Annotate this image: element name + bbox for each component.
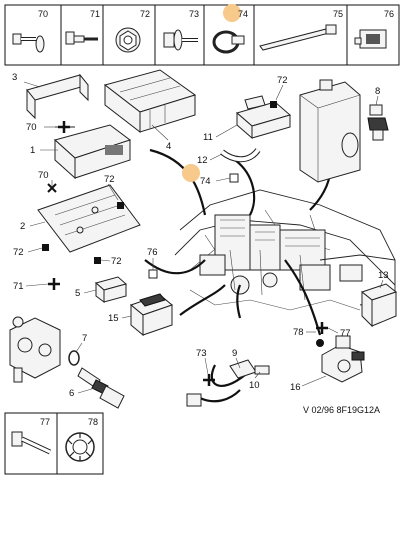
- nut-marker-icon: [270, 101, 277, 108]
- header-cell-75: 75: [333, 9, 343, 19]
- callout-72: 72: [13, 247, 24, 258]
- nut-marker-icon: [94, 257, 101, 264]
- o-ring-part: [68, 350, 80, 366]
- bracket-part: [26, 73, 89, 120]
- hose-part: [220, 148, 261, 163]
- relay-part: [360, 283, 398, 328]
- callout-leaders: [23, 81, 384, 394]
- header-cell-73: 73: [189, 9, 199, 19]
- bolt-icon: [11, 431, 52, 455]
- callout-10: 10: [249, 380, 260, 391]
- callout-4: 4: [166, 141, 171, 152]
- header-parts-table: 70 71 72 73 74 75 76: [4, 4, 400, 66]
- bottom-cell-78: 78: [88, 417, 98, 427]
- relay-holder-part: [129, 293, 174, 337]
- relay-part: [94, 276, 128, 303]
- callout-76: 76: [147, 247, 158, 258]
- nut-marker-icon: [42, 244, 49, 251]
- bottom-cell-77: 77: [40, 417, 50, 427]
- bolt-icon: [316, 322, 328, 334]
- callout-78: 78: [293, 327, 304, 338]
- crank-sensor-cable-part: [186, 359, 270, 407]
- washer-icon: [316, 339, 324, 347]
- thermostat-housing-part: [9, 316, 61, 383]
- callout-70: 70: [26, 122, 37, 133]
- sensor-part: [367, 104, 389, 141]
- header-cell-76: 76: [384, 9, 394, 19]
- drawing-reference-code: V 02/96 8F19G12A: [303, 405, 380, 415]
- bottom-parts-table: 77 78: [4, 412, 104, 475]
- cross-marker-icon: [47, 183, 57, 193]
- callout-74: 74: [200, 176, 211, 187]
- header-cell-70: 70: [38, 9, 48, 19]
- callout-70: 70: [38, 170, 49, 181]
- callout-77: 77: [340, 328, 351, 339]
- flange-bolt-icon: [163, 29, 198, 51]
- header-cell-72: 72: [140, 9, 150, 19]
- callout-72: 72: [104, 174, 115, 185]
- header-cell-71: 71: [90, 9, 100, 19]
- highlight-marker: [182, 164, 200, 182]
- engine-bay-drawing: [174, 189, 396, 311]
- callout-8: 8: [375, 86, 380, 97]
- callout-3: 3: [12, 72, 17, 83]
- square-marker-icon: [148, 269, 158, 279]
- callout-16: 16: [290, 382, 301, 393]
- callout-12: 12: [197, 155, 208, 166]
- callout-1: 1: [30, 145, 35, 156]
- callout-labels: 3 70 1 70 2 72 72 72 71 5 76 15 4 72 11 …: [12, 72, 389, 399]
- callout-9: 9: [232, 348, 237, 359]
- callout-5: 5: [75, 288, 80, 299]
- callout-7: 7: [82, 333, 87, 344]
- square-marker-icon: [229, 173, 239, 183]
- clip-bolt-icon: [65, 31, 98, 45]
- callout-11: 11: [203, 132, 213, 143]
- ecu-cover-part: [103, 69, 197, 134]
- callout-13: 13: [378, 270, 389, 281]
- ecu-module-part: [53, 124, 132, 180]
- callout-15: 15: [108, 313, 119, 324]
- bolt-washer-icon: [12, 33, 45, 53]
- callout-73: 73: [196, 348, 207, 359]
- callout-72: 72: [111, 256, 122, 267]
- bolt-icon: [203, 374, 215, 386]
- nut-marker-icon: [117, 202, 124, 209]
- callout-72: 72: [277, 75, 288, 86]
- bolt-icon: [48, 278, 60, 290]
- control-module-part: [235, 95, 292, 140]
- mounting-plate-part: [37, 184, 141, 253]
- header-cell-74: 74: [238, 9, 248, 19]
- flange-nut-icon: [115, 27, 141, 53]
- cable-tie-icon: [259, 24, 337, 51]
- connector-clip-icon: [354, 29, 387, 49]
- lock-washer-icon: [65, 432, 95, 462]
- temperature-sensor-part: [77, 367, 125, 409]
- callout-2: 2: [20, 221, 25, 232]
- bolt-icon: [55, 121, 75, 133]
- hose-clamp-icon: [212, 30, 245, 54]
- canister-part: [299, 79, 361, 183]
- highlight-marker: [223, 4, 241, 22]
- callout-71: 71: [13, 281, 24, 292]
- callout-6: 6: [69, 388, 74, 399]
- position-sensor-part: [321, 335, 365, 383]
